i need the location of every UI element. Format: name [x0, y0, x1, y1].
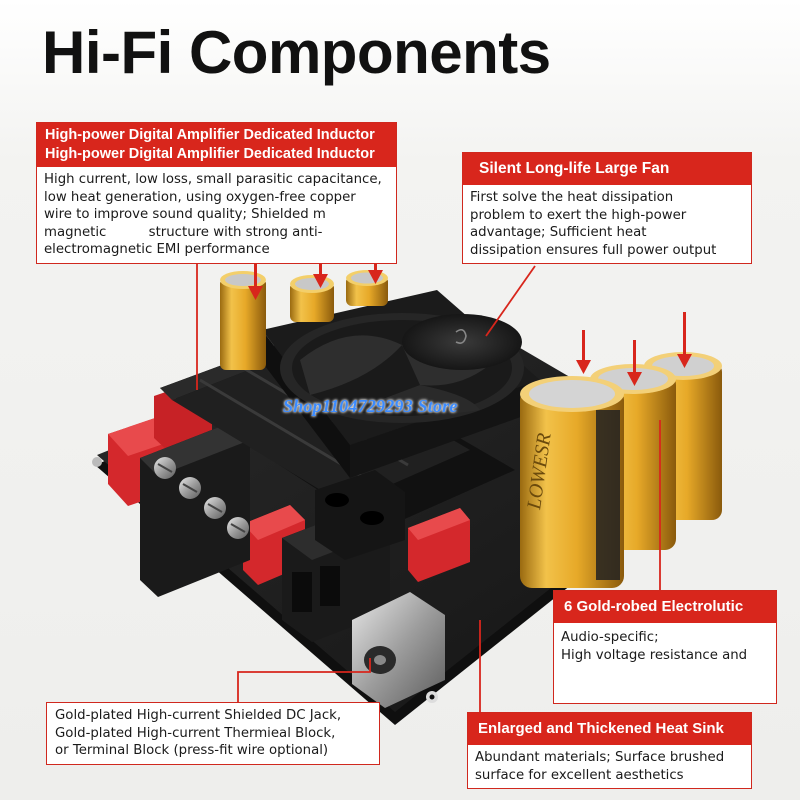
inductor-callout-line: High current, low loss, small parasitic … — [44, 172, 382, 187]
dc-jack-callout-line: or Terminal Block (press-fit wire option… — [55, 743, 329, 758]
capacitors-front: LOWESR — [520, 352, 722, 588]
inductor-callout-title-2: High-power Digital Amplifier Dedicated I… — [45, 146, 375, 162]
inductor-callout-line: magnetic structure with strong anti- — [44, 224, 323, 240]
fan-callout-line: advantage; Sufficient heat — [470, 225, 647, 240]
dc-input-block — [282, 470, 445, 708]
heatsink-callout-line: Abundant materials; Surface brushed — [475, 750, 725, 765]
heatsink-callout-line: surface for excellent aesthetics — [475, 767, 684, 783]
dc-jack-callout-line: Gold-plated High-current Shielded DC Jac… — [55, 708, 342, 723]
store-watermark: Shop1104729293 Store — [283, 396, 458, 416]
heatsink-callout-body: Abundant materials; Surface brushed surf… — [468, 745, 751, 788]
leader-lines — [196, 262, 661, 720]
fan-callout: Silent Long-life Large Fan First solve t… — [462, 152, 752, 264]
heatsink-callout-title: Enlarged and Thickened Heat Sink — [468, 713, 751, 745]
fan-callout-line: dissipation ensures full power output — [470, 242, 717, 258]
inductor-callout-title-1: High-power Digital Amplifier Dedicated I… — [45, 127, 375, 143]
fan-callout-body: First solve the heat dissipation problem… — [463, 185, 751, 263]
fan-callout-line: problem to exert the high-power — [470, 207, 687, 223]
capacitor-callout-body: Audio-specific; High voltage resistance … — [554, 623, 776, 668]
cooling-fan — [262, 290, 540, 478]
capacitor-callout-title: 6 Gold-robed Electrolutic — [554, 591, 776, 623]
inductor-callout-body: High current, low loss, small parasitic … — [37, 167, 396, 263]
dc-jack-callout: Gold-plated High-current Shielded DC Jac… — [46, 702, 380, 765]
capacitor-callout-line: High voltage resistance and — [561, 647, 748, 663]
inductor-callout-line: electromagnetic EMI performance — [44, 242, 270, 257]
capacitor-callout-line: Audio-specific; — [561, 630, 659, 645]
inductor-callout-header: High-power Digital Amplifier Dedicated I… — [37, 123, 396, 167]
dc-jack-callout-body: Gold-plated High-current Shielded DC Jac… — [47, 703, 379, 764]
dc-jack-callout-line: Gold-plated High-current Thermieal Block… — [55, 725, 336, 741]
fan-callout-line: First solve the heat dissipation — [470, 190, 674, 205]
page-title: Hi-Fi Components — [42, 19, 551, 86]
capacitor-callout: 6 Gold-robed Electrolutic Audio-specific… — [553, 590, 777, 704]
heatsink-callout: Enlarged and Thickened Heat Sink Abundan… — [467, 712, 752, 789]
inductor-callout-line: low heat generation, using oxygen-free c… — [44, 189, 356, 205]
inductor-callout: High-power Digital Amplifier Dedicated I… — [36, 122, 397, 264]
inductor-callout-line: wire to improve sound quality; Shielded … — [44, 207, 326, 222]
screw-terminal-block — [140, 422, 250, 597]
fan-callout-title: Silent Long-life Large Fan — [463, 153, 751, 185]
annotation-arrows — [248, 256, 692, 386]
